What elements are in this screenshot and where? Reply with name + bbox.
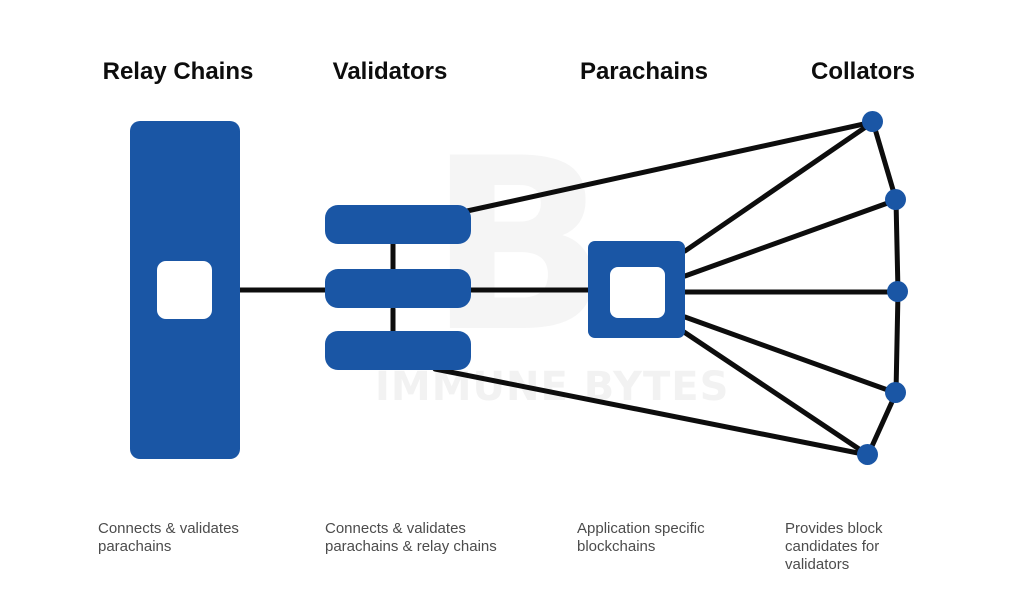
collator-node-2: [885, 189, 906, 210]
edge-parachain-collator-1: [682, 119, 876, 254]
edge-validator-collator-1: [464, 119, 876, 214]
watermark-text: IMMUNE BYTES: [375, 364, 730, 410]
validator-bar-3: [325, 331, 471, 370]
parachain-node: [588, 241, 685, 338]
watermark-logo: B: [428, 108, 610, 385]
collator-node-1: [862, 111, 883, 132]
collator-node-4: [885, 382, 906, 403]
edge-collator-3-4: [893, 289, 901, 396]
caption-parachains: Application specific blockchains: [577, 520, 705, 555]
collator-node-5: [857, 444, 878, 465]
title-validators: Validators: [332, 58, 448, 85]
parachain-block-icon: [610, 267, 665, 318]
edge-collator-1-2: [870, 119, 899, 203]
validator-bar-2: [325, 269, 471, 308]
relay-chain-node: [130, 121, 240, 459]
edge-collator-2-3: [893, 197, 901, 295]
caption-validators: Connects & validates parachains & relay …: [325, 520, 497, 555]
caption-collators: Provides block candidates for validators: [785, 520, 883, 573]
edge-parachain-collator-5: [681, 329, 871, 458]
edge-validator-collator-5: [432, 366, 871, 458]
edge-parachain-collator-2: [682, 197, 899, 279]
title-parachains: Parachains: [579, 58, 709, 85]
title-collators: Collators: [810, 58, 915, 85]
caption-relay-chains: Connects & validates parachains: [98, 520, 239, 555]
edge-parachain-collator-4: [682, 314, 899, 396]
validator-bar-1: [325, 205, 471, 244]
collator-node-3: [887, 281, 908, 302]
relay-chain-block-icon: [157, 261, 212, 319]
title-relay-chains: Relay Chains: [102, 58, 254, 85]
